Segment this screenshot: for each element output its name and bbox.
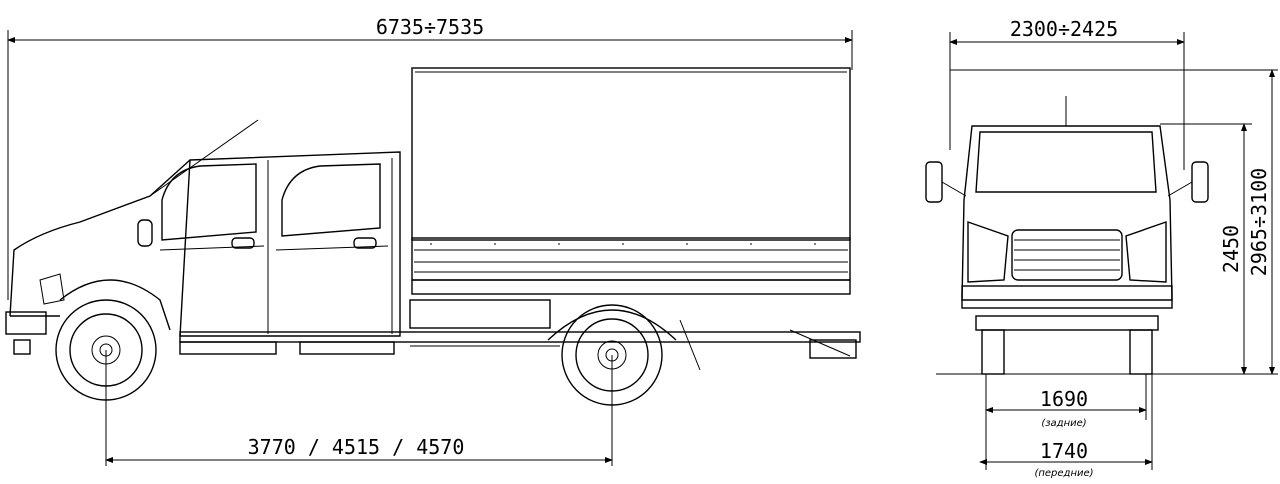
overall-height-label: 2965÷3100 xyxy=(1247,168,1271,276)
overall-length-dimension: 6735÷7535 xyxy=(7,15,853,300)
overall-length-label: 6735÷7535 xyxy=(376,15,484,39)
rear-track-label: 1690 xyxy=(1040,387,1088,411)
chassis-frame xyxy=(179,299,861,371)
rear-track-note: (задние) xyxy=(1041,418,1086,429)
cargo-body xyxy=(411,67,851,295)
front-fascia xyxy=(5,273,171,355)
cab-height-label: 2450 xyxy=(1219,225,1243,273)
wheelbase-label: 3770 / 4515 / 4570 xyxy=(248,435,465,459)
front-track-dimension: 1740 (передние) xyxy=(979,374,1153,479)
front-view: 2300÷2425 xyxy=(925,17,1278,479)
front-track-label: 1740 xyxy=(1040,439,1088,463)
double-cab xyxy=(9,119,401,355)
rear-track-dimension: 1690 (задние) xyxy=(985,374,1147,470)
wheelbase-dimension: 3770 / 4515 / 4570 xyxy=(105,350,613,466)
overall-width-dimension: 2300÷2425 xyxy=(949,17,1185,170)
front-track-note: (передние) xyxy=(1034,468,1093,479)
cab-front xyxy=(925,96,1209,375)
overall-width-label: 2300÷2425 xyxy=(1010,17,1118,41)
side-view: 6735÷7535 xyxy=(5,15,861,466)
cab-height-dimension: 2450 xyxy=(1160,123,1252,375)
overall-height-dimension: 2965÷3100 xyxy=(1247,69,1275,375)
